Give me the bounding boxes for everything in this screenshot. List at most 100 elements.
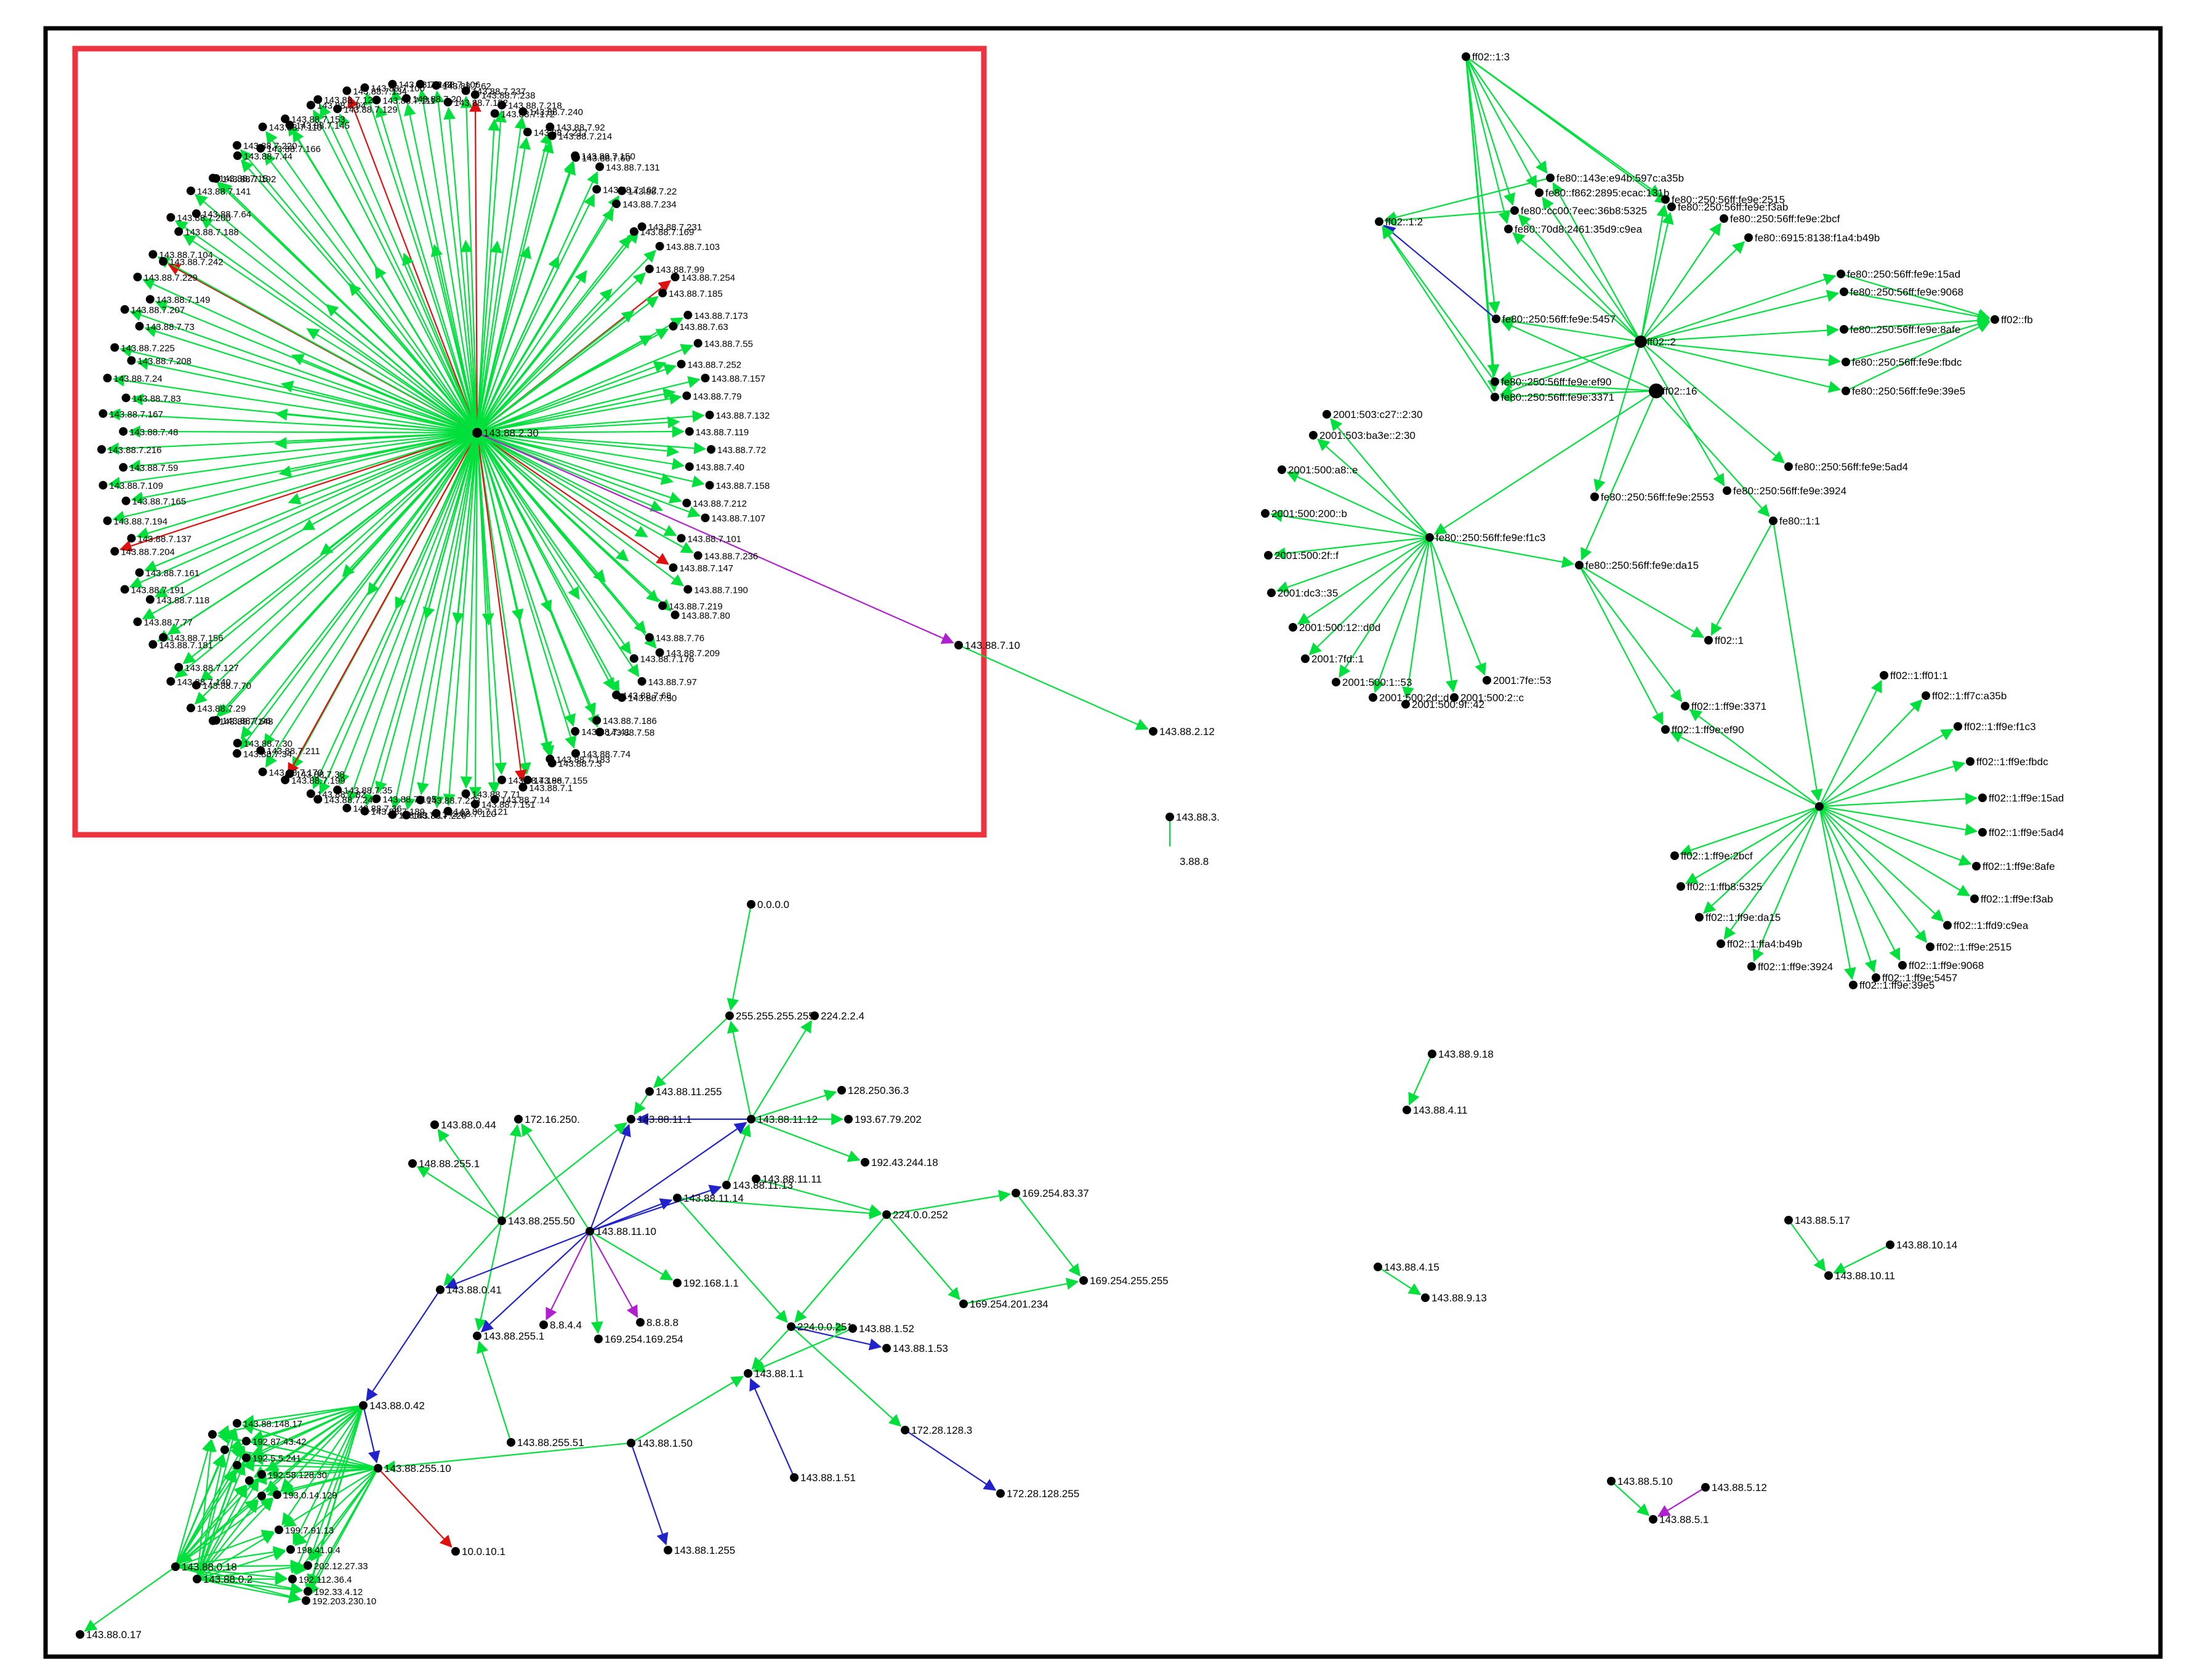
node-143-88-7-190[interactable] [683, 585, 693, 594]
node-143-88-7-220[interactable] [232, 141, 241, 150]
node-143-88-7-70[interactable] [191, 680, 201, 689]
node-143-88-7-200[interactable] [166, 213, 175, 222]
node-143-88-7-218[interactable] [497, 100, 507, 110]
node-192-203-230-10[interactable] [302, 1596, 310, 1605]
node-143-88-7-162[interactable] [592, 185, 602, 194]
node-172-16-250[interactable] [514, 1115, 523, 1123]
node-143-88-7-101[interactable] [677, 534, 686, 543]
node-143-88-7-71[interactable] [461, 789, 470, 798]
node-143-88-7-145[interactable] [285, 121, 294, 130]
node-143-88-7-186[interactable] [592, 716, 602, 725]
node-143-88-7-24[interactable] [103, 374, 112, 383]
node-143-88-3[interactable] [1165, 813, 1174, 821]
node-ff02-1-ff9e-5457[interactable] [1872, 973, 1880, 982]
node-2001-500-12-d0d[interactable] [1289, 623, 1297, 632]
node-143-88-7-252[interactable] [677, 360, 686, 369]
node-143-88-7-147[interactable] [669, 563, 678, 573]
node-143-88-11-14[interactable] [673, 1194, 682, 1202]
node-143-88-7-209[interactable] [655, 648, 664, 657]
node-193-67-79-202[interactable] [844, 1115, 853, 1123]
node-143-88-7-229[interactable] [133, 272, 142, 281]
node-143-88-7-188[interactable] [174, 227, 183, 236]
node-fe80-250-56ff-fe9e-15ad[interactable] [1837, 270, 1845, 278]
node-143-88-7-161[interactable] [135, 568, 144, 577]
node-143-88-7-240[interactable] [518, 107, 528, 116]
node-143-88-0-44[interactable] [430, 1120, 439, 1129]
node-143-88-7-100[interactable] [360, 83, 369, 92]
node-143-88-7-34[interactable] [232, 749, 241, 758]
node-143-88-7-155[interactable] [523, 775, 532, 784]
node-224-0-0-251[interactable] [787, 1322, 795, 1331]
node-ff02-1-3[interactable] [1462, 52, 1470, 61]
node-fe80-250-56ff-fe9e-fbdc[interactable] [1842, 358, 1850, 366]
node-224-0-0-252[interactable] [882, 1210, 891, 1219]
node-143-88-148-17[interactable] [233, 1419, 241, 1428]
node-143-88-7-36[interactable] [342, 803, 352, 813]
node-143-88-7-64[interactable] [191, 209, 201, 219]
node-ff02-1-2[interactable] [1375, 217, 1383, 226]
node-143-88-7-189[interactable] [360, 806, 369, 816]
node-143-88-7-62[interactable] [432, 81, 441, 90]
node-mhub[interactable] [1815, 802, 1824, 811]
node-143-88-4-15[interactable] [1374, 1263, 1382, 1271]
node-fe80-250-56ff-fe9e-3924[interactable] [1723, 486, 1731, 495]
node-143-88-255-50[interactable] [497, 1216, 506, 1225]
node-143-88-7-149[interactable] [145, 295, 155, 304]
node-fe80-70d8-2461-35d9-c9ea[interactable] [1504, 225, 1513, 233]
node-143-88-7-173[interactable] [683, 310, 693, 320]
node-172-28-128-255[interactable] [996, 1489, 1005, 1498]
node-143-88-7-208[interactable] [127, 356, 136, 365]
node-2001-500-2d-d[interactable] [1369, 693, 1377, 702]
node-192-5-5-241[interactable] [242, 1453, 251, 1462]
node-143-88-7-83[interactable] [121, 393, 131, 403]
node-143-88-5-1[interactable] [1649, 1515, 1657, 1524]
node-143-88-7-127[interactable] [174, 662, 183, 672]
node-143-88-7-167[interactable] [99, 409, 108, 418]
node-ff02-1-ff7c-a35b[interactable] [1922, 691, 1930, 700]
node-202-12-27-33[interactable] [304, 1561, 312, 1570]
node-143-88-7-92[interactable] [545, 123, 555, 132]
node-ff02-1-ff9e-3371[interactable] [1681, 702, 1689, 710]
node-143-88-5-17[interactable] [1784, 1216, 1793, 1224]
node-143-88-11-10[interactable] [586, 1227, 594, 1236]
node-fe80-250-56ff-fe9e-ef90[interactable] [1491, 377, 1499, 386]
node-2001-503-c27-2-30[interactable] [1322, 410, 1331, 419]
node-143-88-7-217[interactable] [523, 127, 532, 137]
node-ff02-1-ff9e-8afe[interactable] [1972, 862, 1981, 870]
node-143-88-7-199[interactable] [281, 775, 290, 784]
node-ff02-1-ff9e-9068[interactable] [1898, 961, 1907, 970]
node-fe80-250-56ff-fe9e-5ad4[interactable] [1784, 462, 1793, 471]
node-143-88-1-51[interactable] [790, 1473, 799, 1482]
node-143-88-7-109[interactable] [99, 481, 108, 490]
node-192-43-244-18[interactable] [861, 1158, 869, 1167]
node-143-88-7-137[interactable] [127, 534, 136, 543]
node-143-88-11-12[interactable] [747, 1115, 755, 1123]
node-2001-500-2f-f[interactable] [1264, 551, 1273, 560]
node-169-254-201-234[interactable] [959, 1300, 968, 1308]
node-143-88-7-72[interactable] [707, 445, 715, 454]
node-fe80-f862-2895-ecac-131b[interactable] [1535, 188, 1544, 197]
node-2001-500-1-53[interactable] [1332, 678, 1340, 686]
node-255-255-255-255[interactable] [725, 1011, 734, 1020]
node-143-88-7-110[interactable] [258, 123, 267, 132]
node-143-88-1-255[interactable] [664, 1546, 672, 1554]
node-143-88-255-10[interactable] [374, 1464, 382, 1473]
node-143-88-7-55[interactable] [693, 339, 702, 348]
node-ff02-2[interactable] [1635, 336, 1647, 348]
node-ff02-1-ff9e-3924[interactable] [1747, 962, 1756, 971]
node-143-88-7-196[interactable] [497, 775, 507, 784]
node-143-88-7-242[interactable] [159, 257, 168, 266]
node-143-88-7-223[interactable] [416, 795, 425, 805]
node-143-88-11-11[interactable] [752, 1175, 760, 1183]
node-143-88-7-231[interactable] [637, 222, 646, 231]
node-143-88-7-99[interactable] [645, 264, 654, 273]
node-143-88-11-1[interactable] [627, 1115, 635, 1123]
node-143-88-7-181[interactable] [148, 640, 158, 649]
node-143-88-7-207[interactable] [120, 305, 129, 314]
node-143-88-7-63[interactable] [669, 321, 678, 331]
node-143-88-7-152[interactable] [443, 97, 453, 107]
node-143-88-7-238[interactable] [470, 90, 480, 99]
node-143-88-5-10[interactable] [1607, 1477, 1616, 1485]
node-ff02-1[interactable] [1704, 636, 1713, 645]
node-ff02-1-ff9e-da15[interactable] [1695, 913, 1704, 922]
